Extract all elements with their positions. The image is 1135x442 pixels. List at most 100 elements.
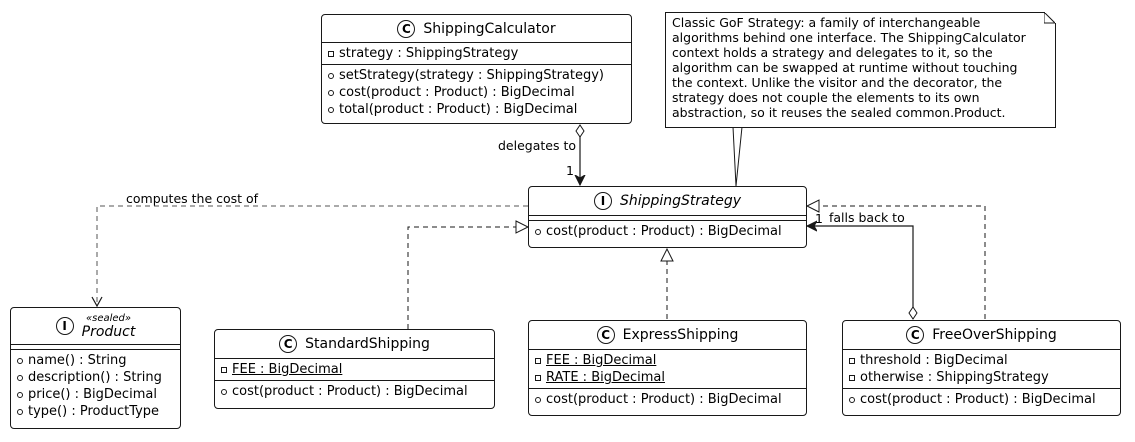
fields-section <box>529 215 806 220</box>
class-title: «sealed» Product <box>82 313 136 340</box>
note-line: Classic GoF Strategy: a family of interc… <box>672 15 981 30</box>
method-text: type() : ProductType <box>28 404 160 419</box>
public-icon <box>328 72 334 79</box>
class-name: ShippingStrategy <box>619 193 742 209</box>
class-name: ShippingCalculator <box>423 20 556 37</box>
private-icon <box>535 357 541 364</box>
field-row: threshold : BigDecimal <box>849 352 1114 369</box>
public-icon <box>17 391 23 398</box>
public-icon <box>535 228 541 235</box>
method-row: cost(product : Product) : BigDecimal <box>221 383 488 400</box>
class-header: I ShippingStrategy <box>529 187 806 215</box>
public-icon <box>328 106 334 113</box>
interface-product[interactable]: I «sealed» Product name() : String descr… <box>10 307 181 429</box>
class-name: StandardShipping <box>305 336 430 352</box>
private-icon <box>328 50 334 57</box>
public-icon <box>17 408 23 415</box>
method-text: cost(product : Product) : BigDecimal <box>546 224 782 239</box>
method-row: cost(product : Product) : BigDecimal <box>535 391 800 408</box>
public-icon <box>535 396 541 403</box>
field-row: FEE : BigDecimal <box>221 361 488 378</box>
fields-section: FEE : BigDecimal <box>215 358 494 380</box>
method-row: name() : String <box>17 352 174 369</box>
falls-back-multiplicity: 1 <box>815 211 823 226</box>
method-text: name() : String <box>28 353 127 368</box>
class-header: I «sealed» Product <box>11 308 180 344</box>
class-express-shipping[interactable]: C ExpressShipping FEE : BigDecimal RATE … <box>528 320 807 416</box>
method-text: cost(product : Product) : BigDecimal <box>232 384 468 399</box>
note-line: the context. Unlike the visitor and the … <box>672 75 1003 90</box>
class-badge-icon: C <box>279 335 298 353</box>
field-text: otherwise : ShippingStrategy <box>860 370 1049 385</box>
method-row: cost(product : Product) : BigDecimal <box>535 223 800 240</box>
class-name: FreeOverShipping <box>932 327 1057 343</box>
note-line: algorithms behind one interface. The Shi… <box>672 30 1026 45</box>
interface-shipping-strategy[interactable]: I ShippingStrategy cost(product : Produc… <box>528 186 807 248</box>
method-row: cost(product : Product) : BigDecimal <box>328 84 625 101</box>
field-text: FEE : BigDecimal <box>546 353 657 368</box>
field-text: RATE : BigDecimal <box>546 370 665 385</box>
private-icon <box>221 366 227 373</box>
private-icon <box>535 374 541 381</box>
private-icon <box>849 374 855 381</box>
fields-section: threshold : BigDecimal otherwise : Shipp… <box>843 349 1120 388</box>
methods-section: name() : String description() : String p… <box>11 349 180 422</box>
public-icon <box>17 374 23 381</box>
class-badge-icon: C <box>906 326 925 344</box>
method-text: cost(product : Product) : BigDecimal <box>339 85 575 100</box>
public-icon <box>849 396 855 403</box>
method-text: price() : BigDecimal <box>28 387 157 402</box>
class-name: Product <box>81 323 136 340</box>
field-row: otherwise : ShippingStrategy <box>849 369 1114 386</box>
class-shipping-calculator[interactable]: C ShippingCalculator strategy : Shipping… <box>321 14 632 124</box>
method-text: cost(product : Product) : BigDecimal <box>860 392 1096 407</box>
field-text: FEE : BigDecimal <box>232 362 343 377</box>
falls-back-label: falls back to <box>829 210 905 225</box>
method-row: cost(product : Product) : BigDecimal <box>849 391 1114 408</box>
delegates-to-multiplicity: 1 <box>566 163 574 178</box>
method-row: price() : BigDecimal <box>17 386 174 403</box>
class-header: C FreeOverShipping <box>843 321 1120 349</box>
computes-cost-label: computes the cost of <box>126 191 259 206</box>
method-row: type() : ProductType <box>17 403 174 420</box>
fields-section: strategy : ShippingStrategy <box>322 42 631 64</box>
method-text: setStrategy(strategy : ShippingStrategy) <box>339 68 604 83</box>
method-row: total(product : Product) : BigDecimal <box>328 101 625 118</box>
class-standard-shipping[interactable]: C StandardShipping FEE : BigDecimal cost… <box>214 329 495 409</box>
field-row: FEE : BigDecimal <box>535 352 800 369</box>
public-icon <box>328 89 334 96</box>
note-line: strategy does not couple the elements to… <box>672 90 980 105</box>
methods-section: setStrategy(strategy : ShippingStrategy)… <box>322 64 631 120</box>
methods-section: cost(product : Product) : BigDecimal <box>215 380 494 402</box>
standard-realizes-edge <box>407 220 530 329</box>
methods-section: cost(product : Product) : BigDecimal <box>843 388 1120 410</box>
fields-section <box>11 344 180 349</box>
public-icon <box>17 357 23 364</box>
strategy-note: Classic GoF Strategy: a family of interc… <box>665 12 1056 128</box>
class-badge-icon: C <box>397 19 416 38</box>
method-text: total(product : Product) : BigDecimal <box>339 102 578 117</box>
stereotype-label: «sealed» <box>85 312 132 324</box>
methods-section: cost(product : Product) : BigDecimal <box>529 388 806 410</box>
public-icon <box>221 388 227 395</box>
class-header: C StandardShipping <box>215 330 494 358</box>
freeover-realizes-edge <box>805 199 986 319</box>
note-fold-icon <box>1044 12 1056 24</box>
field-row: RATE : BigDecimal <box>535 369 800 386</box>
class-badge-icon: C <box>596 326 615 344</box>
note-line: context holds a strategy and delegates t… <box>672 45 993 60</box>
method-row: description() : String <box>17 369 174 386</box>
falls-back-edge <box>807 226 913 319</box>
field-row: strategy : ShippingStrategy <box>328 45 625 62</box>
class-name: ExpressShipping <box>622 327 739 343</box>
note-connector <box>732 126 743 187</box>
methods-section: cost(product : Product) : BigDecimal <box>529 220 806 242</box>
interface-badge-icon: I <box>593 192 612 210</box>
delegates-to-label: delegates to <box>498 138 577 153</box>
class-free-over-shipping[interactable]: C FreeOverShipping threshold : BigDecima… <box>842 320 1121 416</box>
field-text: threshold : BigDecimal <box>860 353 1008 368</box>
class-header: C ExpressShipping <box>529 321 806 349</box>
interface-badge-icon: I <box>55 317 74 335</box>
computes-cost-edge <box>91 205 528 308</box>
